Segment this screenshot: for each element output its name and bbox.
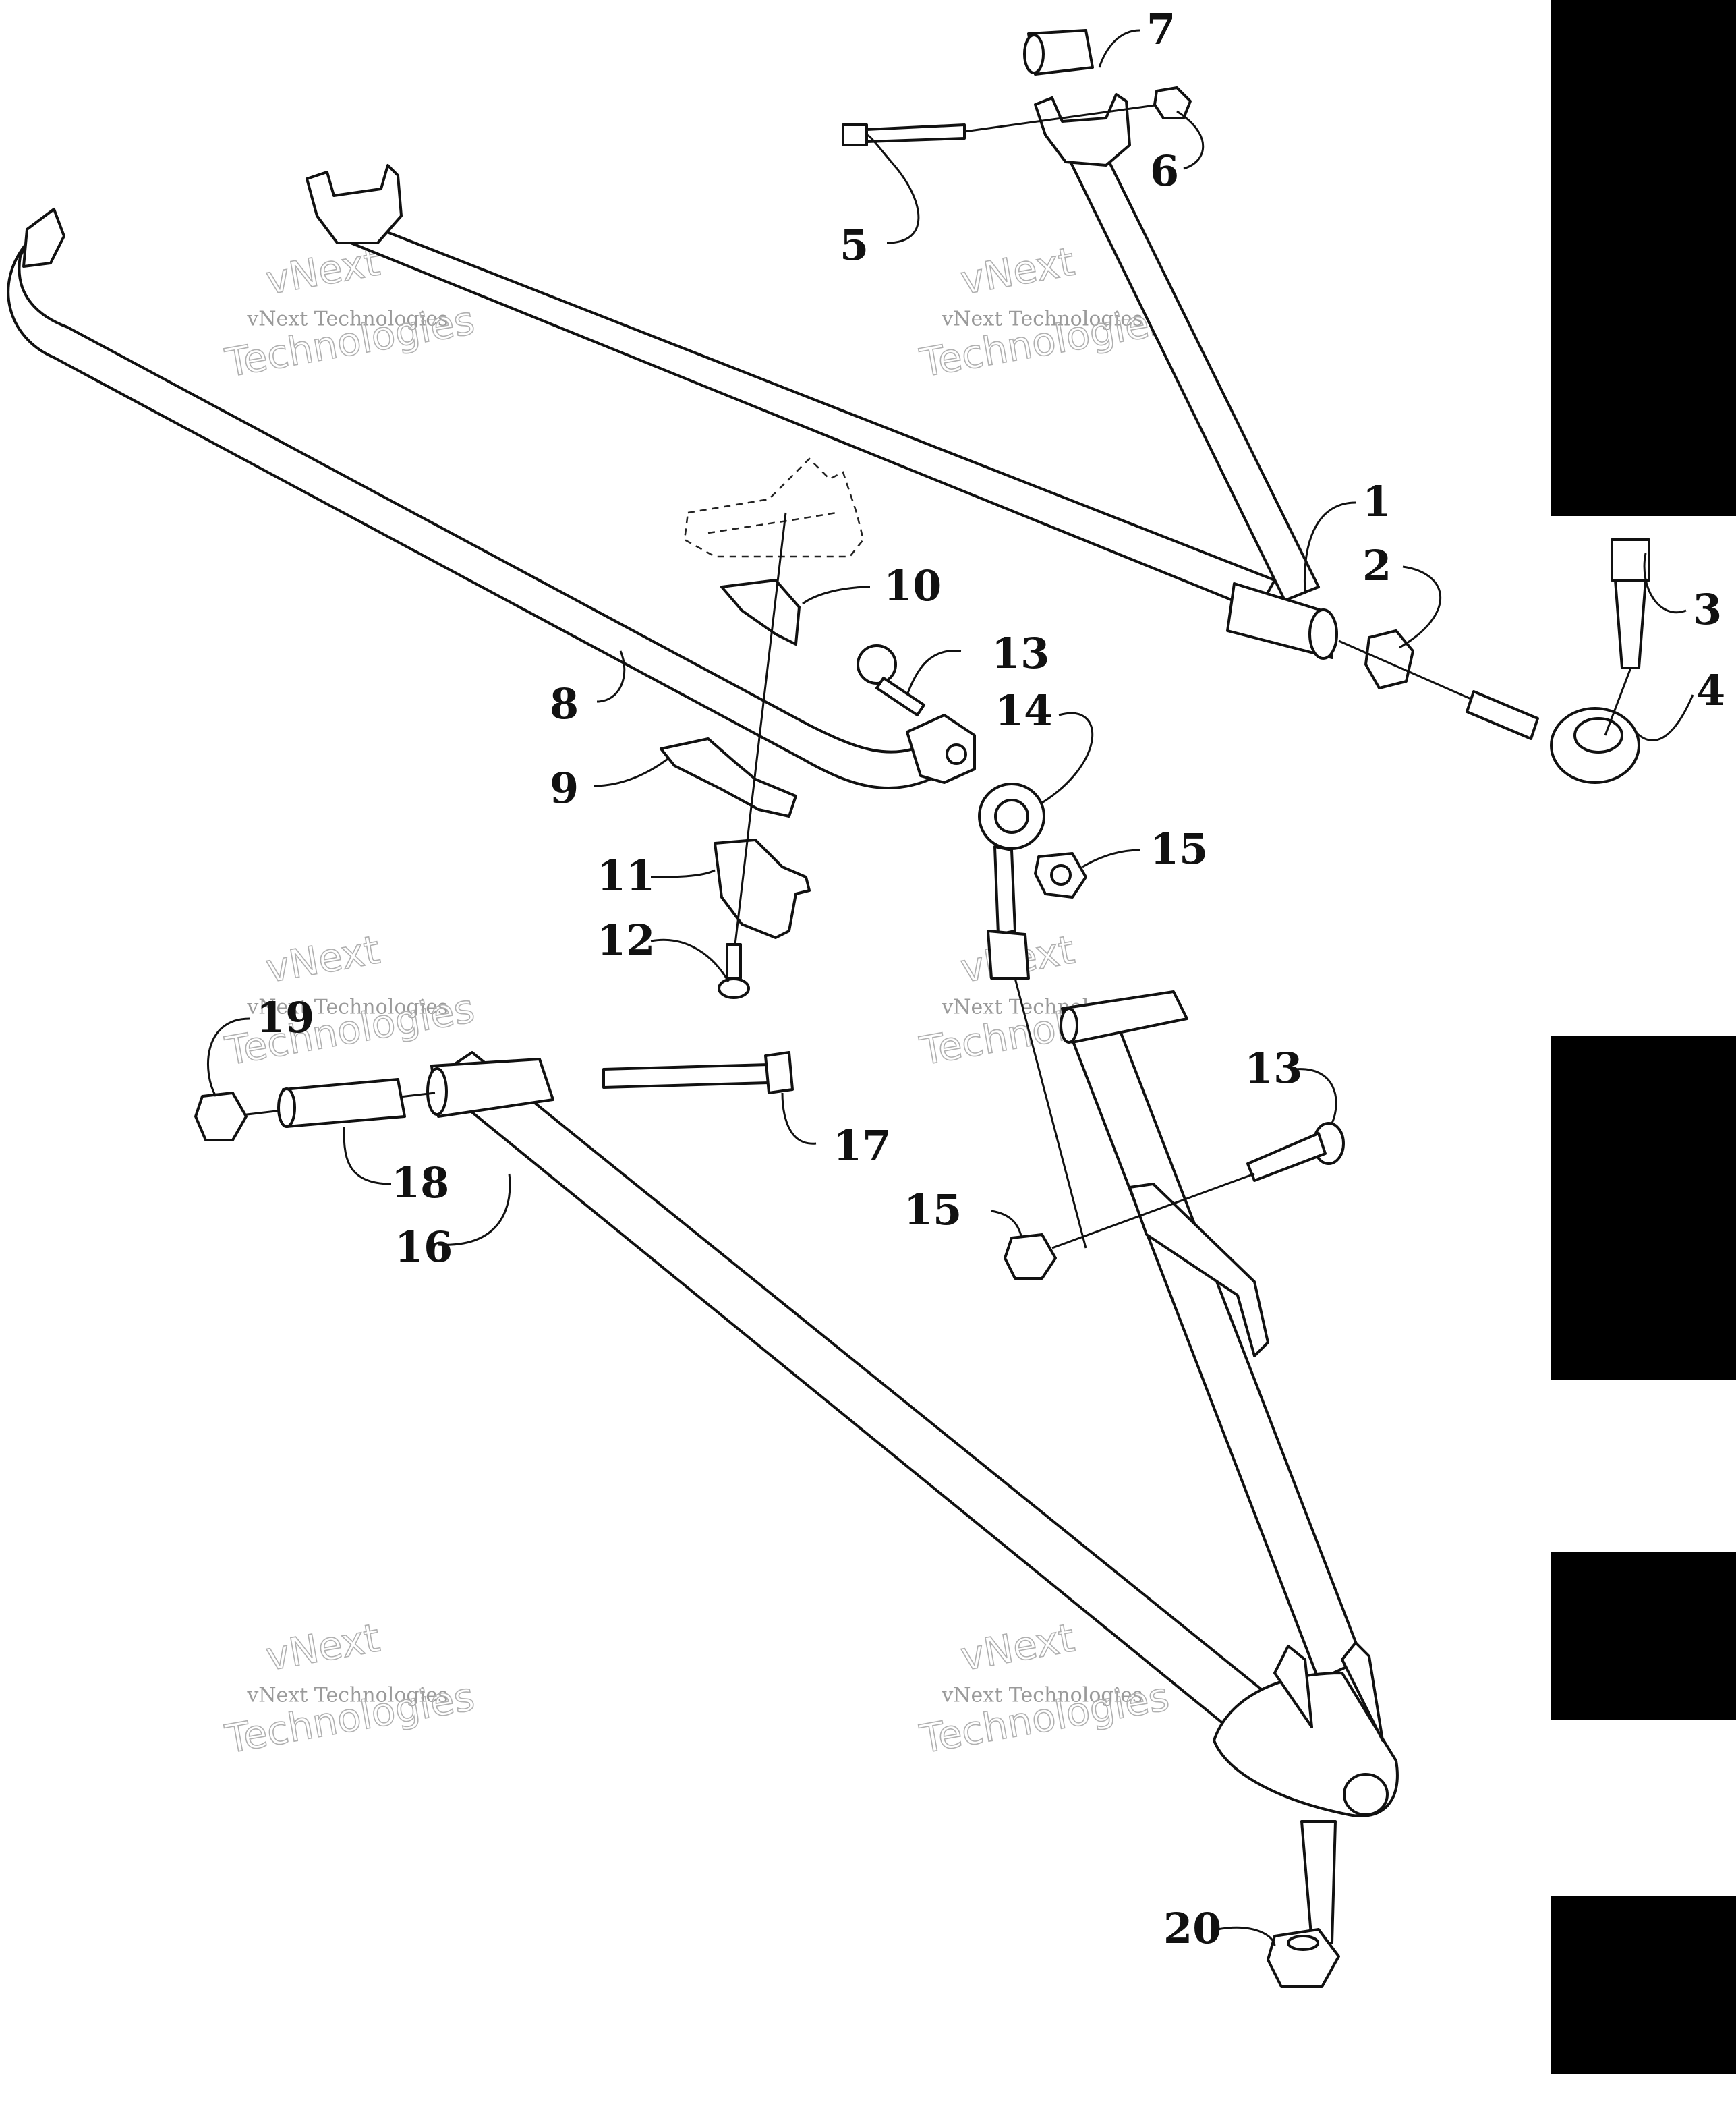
callout-19: 19 (256, 993, 314, 1042)
callout-15-upper: 15 (1150, 824, 1208, 874)
lower-a-arm (426, 990, 1399, 1944)
svg-text:vNext Technologies: vNext Technologies (941, 307, 1142, 331)
bushing-lower (660, 737, 797, 818)
bushing-7 (1023, 29, 1094, 76)
callout-17: 17 (833, 1121, 891, 1170)
bolt-5 (842, 123, 966, 146)
stabilizer-link (978, 783, 1045, 980)
bolt-17 (602, 1051, 794, 1094)
bushing-upper (720, 579, 801, 646)
svg-text:vNext Technologies: vNext Technologies (246, 1683, 448, 1707)
watermark: vNext vNext Technologies Technologies (916, 238, 1173, 387)
callout-18: 18 (391, 1158, 449, 1208)
nut-20 (1267, 1928, 1340, 1988)
svg-text:vNext Technologies: vNext Technologies (941, 1683, 1142, 1707)
svg-text:vNext: vNext (957, 239, 1078, 304)
nut-15-lower (1004, 1233, 1057, 1280)
callout-7: 7 (1147, 5, 1176, 54)
screw-12 (718, 943, 750, 999)
callout-13-upper: 13 (991, 629, 1049, 678)
callout-numbers: 1 2 3 4 5 6 7 8 9 10 11 12 13 13 14 15 1… (256, 5, 1725, 1953)
bolt-13-lower (1246, 1122, 1345, 1182)
upper-a-arm (306, 93, 1338, 660)
leader-lines (207, 29, 1694, 1947)
callout-20: 20 (1163, 1904, 1221, 1953)
callout-13-lower: 13 (1244, 1044, 1302, 1093)
stabilizer-bar (7, 208, 976, 789)
svg-text:vNext: vNext (262, 927, 383, 992)
callout-8: 8 (550, 679, 579, 729)
callout-11: 11 (597, 851, 655, 901)
callout-3: 3 (1693, 585, 1722, 634)
callout-5: 5 (840, 221, 869, 270)
callout-6: 6 (1150, 146, 1179, 196)
callout-14: 14 (995, 686, 1053, 735)
watermark: vNext vNext Technologies Technologies (221, 1614, 478, 1763)
callout-16: 16 (395, 1222, 453, 1272)
callout-2: 2 (1362, 541, 1391, 590)
callout-1: 1 (1362, 477, 1391, 526)
watermark: vNext vNext Technologies Technologies (916, 926, 1173, 1075)
nut-2 (1364, 629, 1414, 689)
frame-bracket-outline (683, 457, 865, 558)
svg-text:vNext: vNext (262, 1615, 383, 1680)
watermark: vNext vNext Technologies Technologies (221, 238, 478, 387)
bolt-3 (1611, 538, 1650, 669)
nut-15-upper (1034, 852, 1087, 899)
callout-4: 4 (1696, 666, 1725, 715)
nut-6 (1153, 86, 1192, 119)
edge-black-blocks (1551, 0, 1736, 2074)
svg-text:vNext: vNext (957, 1615, 1078, 1680)
svg-text:vNext Technologies: vNext Technologies (246, 995, 448, 1019)
bolt-13-upper (857, 644, 925, 716)
callout-12: 12 (597, 915, 655, 965)
sleeve-18 (277, 1078, 406, 1128)
callout-15-lower: 15 (904, 1185, 962, 1235)
bushing-clamp (714, 839, 811, 939)
nut-19 (194, 1092, 248, 1141)
callout-10: 10 (884, 561, 942, 611)
watermark: vNext vNext Technologies Technologies (221, 926, 478, 1075)
ball-joint-4 (1466, 690, 1640, 784)
svg-text:vNext Technologies: vNext Technologies (246, 307, 448, 331)
callout-9: 9 (550, 764, 579, 813)
